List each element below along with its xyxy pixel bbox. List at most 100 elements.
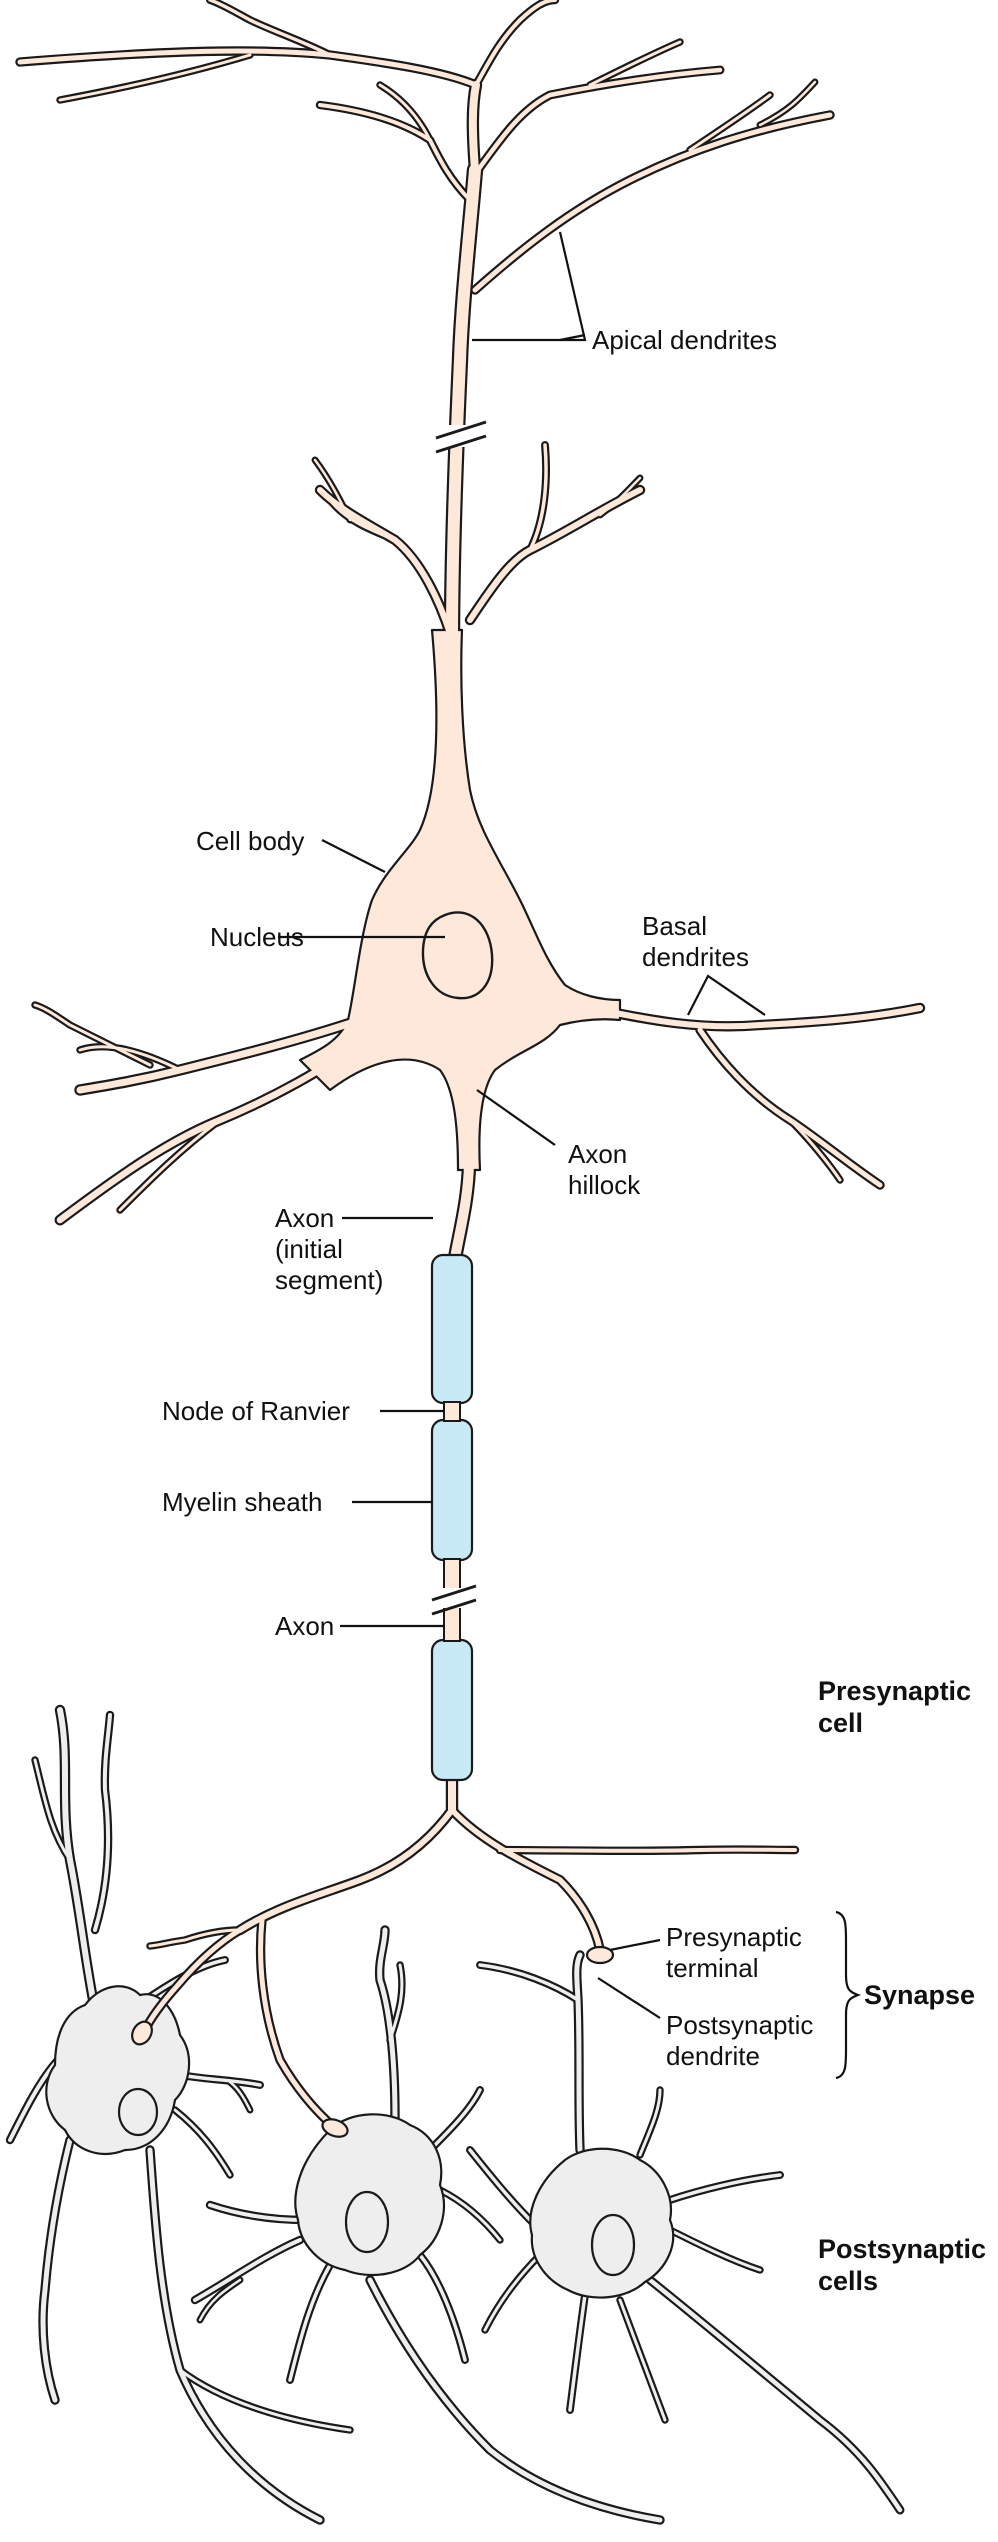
presynaptic-process-31 [142, 1927, 243, 2033]
presynaptic-terminal-knob [585, 1945, 615, 1965]
presynaptic-process-7-outline [315, 100, 475, 205]
postsynaptic-dendrite-13 [388, 1963, 404, 2042]
label-axon: Axon [275, 1611, 334, 1641]
label-cell-body: Cell body [196, 826, 304, 856]
myelin-sheath-segment-3 [430, 1638, 474, 1782]
presynaptic-process-35 [258, 1917, 338, 2131]
postsynaptic-dendrite-11 [178, 2368, 352, 2432]
label-axon-initial-line2: (initial [275, 1234, 343, 1264]
postsynaptic-dendrite-14 [428, 2088, 482, 2152]
postsynaptic-dendrite-9 [8, 2058, 60, 2142]
postsynaptic-dendrite-19 [418, 2253, 467, 2362]
label-postsynaptic-dendrite-line1: Postsynaptic [666, 2010, 813, 2040]
presynaptic-process-8 [378, 83, 432, 142]
label-postsynaptic-dendrite-line2: dendrite [666, 2041, 760, 2071]
postsynaptic-dendrite-26 [668, 2228, 762, 2272]
label-basal-dendrites-line2: dendrites [642, 942, 749, 972]
postsynaptic-dendrite-8 [40, 2137, 73, 2403]
postsynaptic-dendrite-29 [568, 2293, 587, 2412]
postsynaptic-dendrite-6 [228, 2080, 252, 2112]
presynaptic-process-21 [78, 1045, 182, 1072]
postsynaptic-dendrite-12 [377, 1927, 398, 2121]
label-node-of-ranvier: Node of Ranvier [162, 1396, 350, 1426]
presynaptic-process-6-outline [471, 0, 560, 90]
label-axon-hillock-line2: hillock [568, 1170, 641, 1200]
apical-break-mark [435, 420, 487, 454]
node-of-ranvier [443, 1401, 461, 1422]
presynaptic-process-10 [588, 40, 682, 87]
postsynaptic-dendrite-28 [483, 2253, 542, 2332]
presynaptic-cell-body [298, 628, 622, 1172]
postsynaptic-dendrite-2 [33, 1758, 72, 1862]
label-basal-dendrites-line1: Basal [642, 911, 707, 941]
presynaptic-process-34 [498, 1847, 797, 1853]
presynaptic-process-6 [474, 0, 557, 87]
postsynaptic-dendrites-fill [8, 1707, 903, 2523]
myelin-sheath-segment-1 [430, 1253, 474, 1405]
postsynaptic-cell-2-nucleus [344, 2190, 390, 2254]
presynaptic-process-17 [467, 487, 643, 623]
postsynaptic-dendrite-31 [647, 2277, 903, 2513]
label-presynaptic-cell-line2: cell [818, 1708, 863, 1738]
label-myelin-sheath: Myelin sheath [162, 1487, 322, 1517]
presynaptic-process-4 [208, 0, 332, 57]
label-presynaptic-terminal-line1: Presynaptic [666, 1922, 802, 1952]
label-presynaptic-terminal-line2: terminal [666, 1953, 758, 1983]
label-nucleus: Nucleus [210, 922, 304, 952]
presynaptic-process-11-outline [470, 110, 835, 295]
postsynaptic-dendrite-17 [198, 2278, 242, 2322]
presynaptic-process-1 [446, 164, 481, 646]
presynaptic-process-28 [450, 1160, 474, 1263]
postsynaptic-dendrite-19-outline [416, 2251, 469, 2364]
postsynaptic-dendrite-18 [288, 2263, 332, 2382]
postsynaptic-dendrite-7-outline [171, 2106, 234, 2179]
leader-lines [278, 231, 862, 2080]
postsynaptic-dendrite-25 [668, 2173, 782, 2202]
label-apical-dendrites: Apical dendrites [592, 325, 777, 355]
presynaptic-process-22 [33, 1003, 152, 1067]
postsynaptic-cell-1-soma [45, 1985, 191, 2155]
postsynaptic-dendrite-23 [478, 1963, 580, 2002]
label-axon-hillock-line1: Axon [568, 1139, 627, 1169]
presynaptic-process-9 [475, 67, 723, 173]
presynaptic-nucleus [421, 911, 494, 1000]
postsynaptic-cell-3-nucleus [590, 2213, 636, 2277]
postsynaptic-cell-1-nucleus [117, 2087, 159, 2137]
postsynaptic-dendrite-3 [93, 1713, 112, 1932]
label-axon-initial-line1: Axon [275, 1203, 334, 1233]
postsynaptic-dendrite-28-outline [481, 2251, 544, 2334]
presynaptic-process-26-outline [695, 1025, 885, 1190]
postsynaptic-dendrite-15 [208, 2203, 307, 2222]
presynaptic-process-17-outline [464, 484, 646, 626]
presynaptic-branches-fill [17, 0, 923, 2131]
axon-terminal-knob-middle [321, 2118, 349, 2138]
presynaptic-process-15 [328, 498, 397, 542]
presynaptic-process-30 [237, 1807, 455, 1933]
presynaptic-process-27 [788, 1118, 842, 1182]
presynaptic-process-32 [148, 1928, 242, 1948]
presynaptic-process-33 [449, 1807, 603, 1953]
presynaptic-process-8-outline [376, 81, 434, 144]
presynaptic-process-12 [688, 93, 772, 152]
postsynaptic-dendrite-30 [618, 2298, 667, 2422]
presynaptic-process-2 [468, 81, 480, 174]
presynaptic-process-25 [597, 1005, 923, 1030]
postsynaptic-dendrite-20-outline [365, 2275, 665, 2525]
presynaptic-process-18 [528, 443, 548, 552]
presynaptic-process-3 [17, 48, 479, 88]
label-axon-initial-line3: segment) [275, 1265, 383, 1295]
postsynaptic-dendrite-21 [438, 2188, 502, 2242]
presynaptic-process-19 [598, 476, 642, 517]
postsynaptic-dendrite-7 [173, 2108, 232, 2177]
postsynaptic-dendrite-16 [193, 2238, 302, 2302]
postsynaptic-dendrite-20 [367, 2277, 663, 2523]
presynaptic-process-23 [56, 1041, 364, 1224]
presynaptic-process-16 [313, 458, 352, 522]
postsynaptic-dendrite-21-outline [436, 2186, 504, 2244]
label-presynaptic-cell-line1: Presynaptic [818, 1676, 971, 1706]
axon-break-mark [431, 1584, 477, 1616]
label-postsynaptic-cells-line1: Postsynaptic [818, 2234, 986, 2264]
postsynaptic-dendrite-31-outline [645, 2275, 905, 2515]
